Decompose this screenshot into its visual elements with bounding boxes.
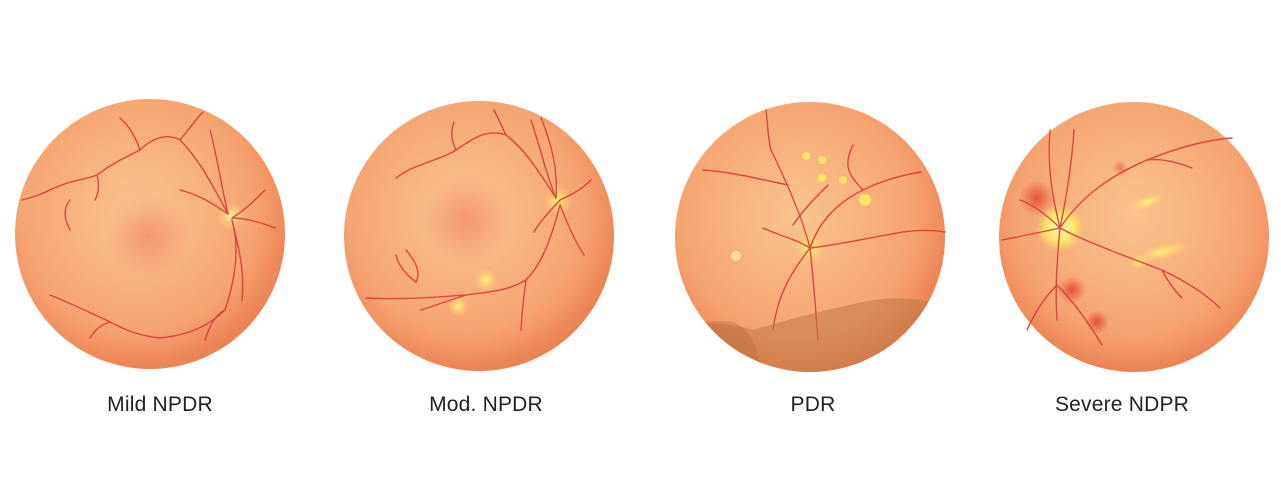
stage-label-pdr: PDR <box>790 393 836 416</box>
hemorrhage <box>1112 160 1128 176</box>
stage-panel-mild-npdr: Mild NPDR <box>0 0 320 480</box>
exudate <box>818 156 826 164</box>
blood-vessels <box>1001 129 1233 346</box>
stage-label-mild-npdr: Mild NPDR <box>107 393 213 416</box>
retina-illustration-mild-npdr <box>15 99 285 369</box>
exudate <box>839 176 847 184</box>
optic-disc <box>217 202 245 230</box>
retina-illustration-mod-npdr <box>344 101 614 371</box>
stage-panel-pdr: PDR <box>653 0 973 480</box>
stage-label-mod-npdr: Mod. NPDR <box>429 393 543 416</box>
stage-panel-severe-ndpr: Severe NDPR <box>962 0 1281 480</box>
retina-illustration-pdr <box>675 102 946 372</box>
stage-label-severe-ndpr: Severe NDPR <box>1054 393 1190 416</box>
exudate <box>859 194 871 206</box>
retina-illustration-severe-ndpr <box>999 102 1269 372</box>
exudate <box>1134 241 1190 263</box>
exudate <box>731 251 741 261</box>
hemorrhage <box>1058 276 1086 304</box>
exudate <box>818 174 826 182</box>
hemorrhage <box>1019 180 1055 216</box>
exudate <box>447 295 469 317</box>
exudate <box>802 152 810 160</box>
blood-vessels <box>21 111 276 341</box>
optic-disc <box>543 185 573 215</box>
macula <box>106 194 190 278</box>
blood-vessels <box>702 109 946 341</box>
stage-panel-mod-npdr: Mod. NPDR <box>326 0 646 480</box>
blood-vessels <box>365 109 592 331</box>
exudate <box>474 268 498 292</box>
macula <box>421 175 511 265</box>
exudate <box>1128 192 1166 212</box>
retina-disc <box>999 102 1269 372</box>
hemorrhage <box>1085 310 1109 334</box>
